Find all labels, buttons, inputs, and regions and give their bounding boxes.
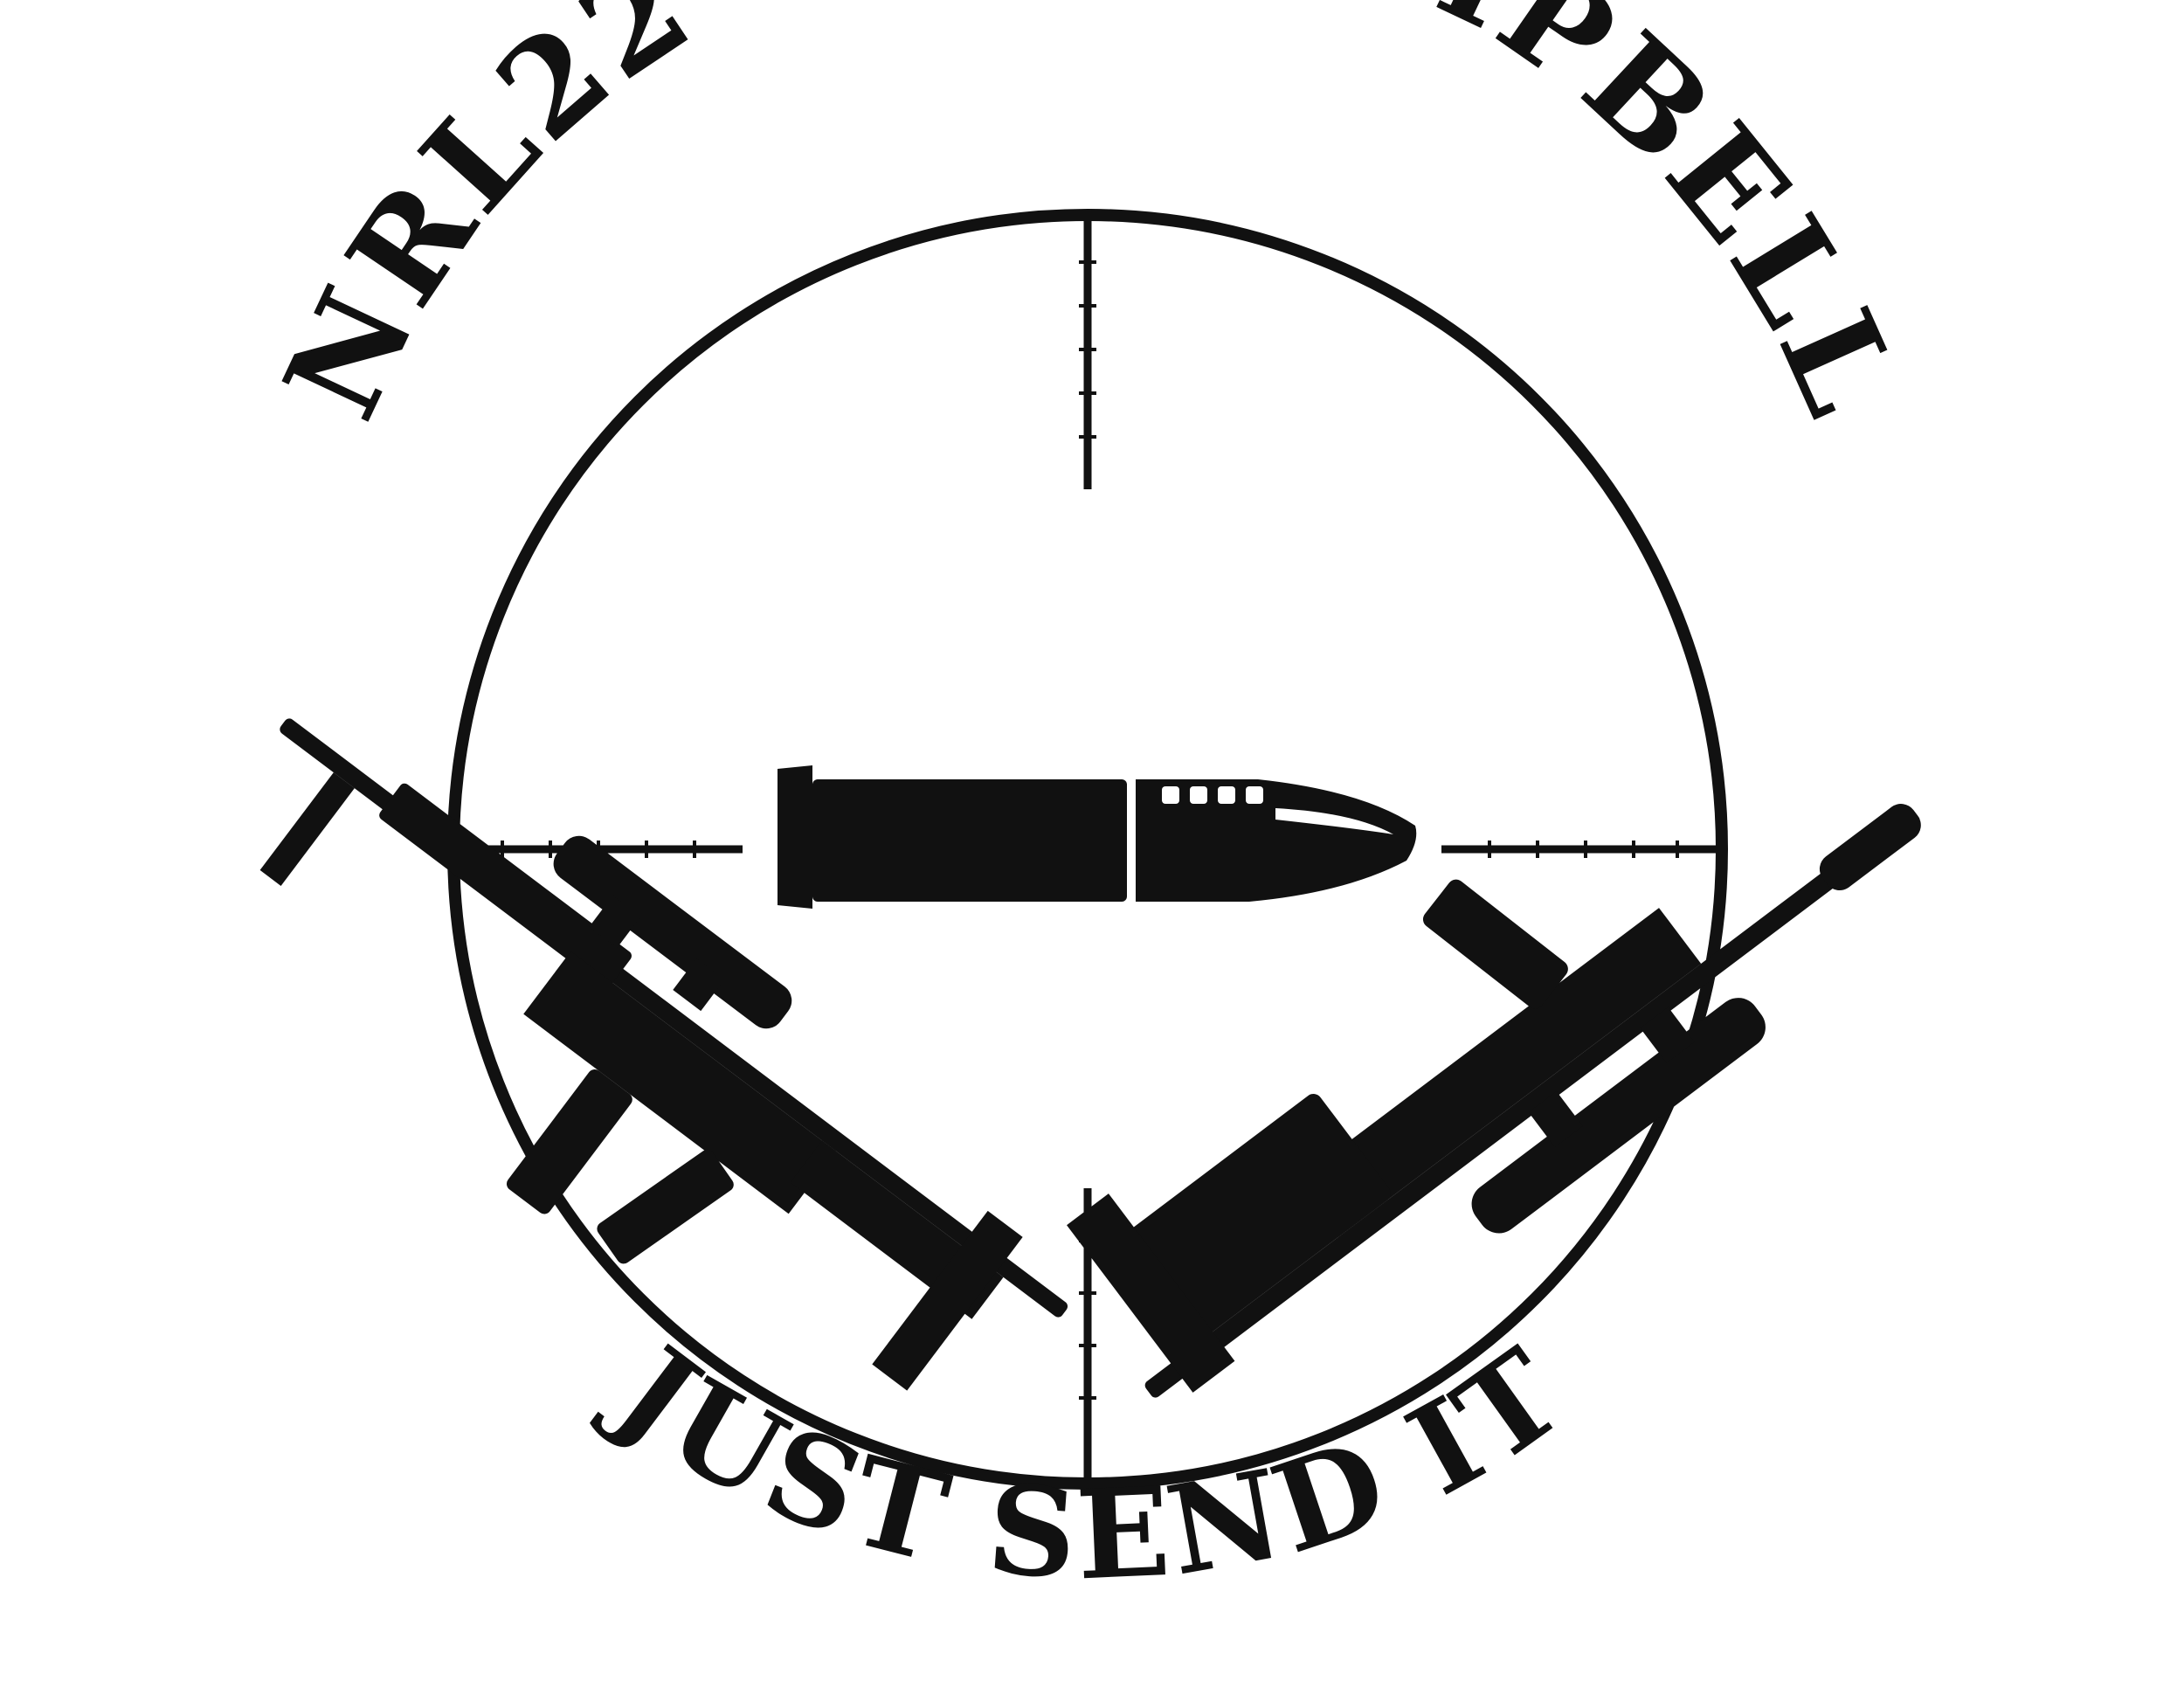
rifle-icon [259,718,1068,1391]
bullet-icon [778,765,1417,909]
rifle-icon [1067,804,1921,1398]
